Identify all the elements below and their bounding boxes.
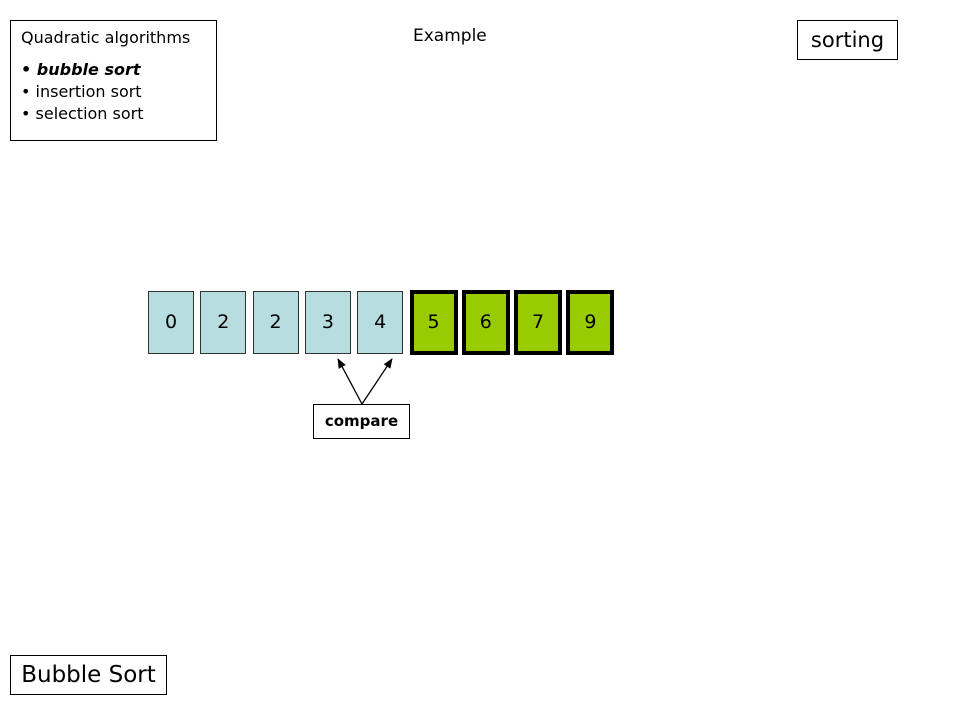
array-cell: 2	[252, 291, 299, 354]
array-cell: 7	[514, 290, 563, 355]
array-cell: 2	[200, 291, 247, 354]
compare-arrow-left	[337, 358, 363, 405]
algorithms-panel: Quadratic algorithms • bubble sort • ins…	[10, 20, 217, 141]
footer-tag: Bubble Sort	[10, 655, 167, 695]
compare-arrow-right	[361, 358, 393, 405]
array-cell: 5	[409, 290, 458, 355]
array-cell: 4	[357, 291, 404, 354]
array-cell: 0	[148, 291, 194, 354]
array-cell: 9	[566, 290, 615, 355]
array-cell: 3	[304, 291, 351, 354]
topic-tag: sorting	[797, 20, 898, 60]
algorithms-panel-title: Quadratic algorithms	[21, 28, 191, 47]
example-title: Example	[413, 26, 487, 46]
algorithm-item-selection-sort: • selection sort	[21, 104, 144, 123]
algorithm-item-insertion-sort: • insertion sort	[21, 82, 142, 101]
algorithms-list: • bubble sort • insertion sort • selecti…	[21, 59, 216, 125]
array-cell: 6	[461, 290, 510, 355]
algorithm-item-bubble-sort: • bubble sort	[21, 60, 141, 79]
compare-label: compare	[313, 404, 410, 439]
